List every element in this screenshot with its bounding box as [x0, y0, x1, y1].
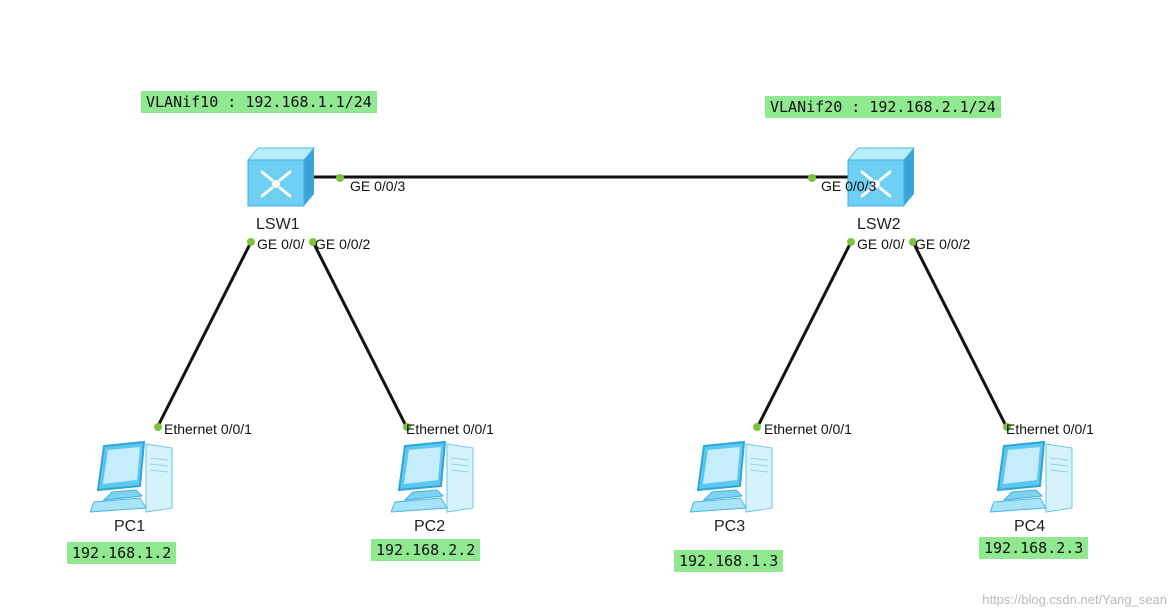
port-dot — [909, 238, 917, 246]
port-dot — [1003, 423, 1011, 431]
pc-ip-label: 192.168.1.2 — [67, 542, 177, 564]
port-label: GE 0/0/ — [857, 236, 905, 252]
link-lsw1-pc1[interactable] — [155, 239, 254, 429]
link-lsw1-pc2[interactable] — [310, 239, 409, 429]
pc-ip-label: 192.168.2.3 — [979, 537, 1089, 559]
port-label: GE 0/0/3 — [821, 178, 877, 194]
port-dot — [247, 238, 255, 246]
port-label: Ethernet 0/0/1 — [764, 421, 852, 437]
pc-icon[interactable] — [90, 438, 176, 516]
port-label: GE 0/0/2 — [315, 236, 371, 252]
switch-name: LSW2 — [857, 216, 901, 233]
port-dot — [336, 174, 344, 182]
port-dot — [753, 423, 761, 431]
port-label: Ethernet 0/0/1 — [406, 421, 494, 437]
pc-icon[interactable] — [690, 438, 776, 516]
l3-switch-icon[interactable] — [844, 142, 918, 214]
port-dot — [808, 174, 816, 182]
port-dot — [309, 238, 317, 246]
port-dot — [154, 423, 162, 431]
pc-name: PC2 — [414, 518, 446, 535]
pc-icon[interactable] — [990, 438, 1076, 516]
vlanif-label: VLANif20 : 192.168.2.1/24 — [765, 96, 1001, 118]
pc-icon[interactable] — [391, 438, 477, 516]
port-label: GE 0/0/3 — [350, 178, 406, 194]
link-lsw2-pc4[interactable] — [910, 239, 1009, 429]
watermark: https://blog.csdn.net/Yang_sean — [982, 592, 1167, 607]
port-label: Ethernet 0/0/1 — [1006, 421, 1094, 437]
vlanif-label: VLANif10 : 192.168.1.1/24 — [141, 91, 377, 113]
switch-name: LSW1 — [256, 216, 300, 233]
port-dot — [847, 238, 855, 246]
pc-name: PC4 — [1014, 518, 1046, 535]
l3-switch-icon[interactable] — [244, 142, 318, 214]
pc-name: PC1 — [114, 518, 146, 535]
port-label: Ethernet 0/0/1 — [164, 421, 252, 437]
link-lsw2-pc3[interactable] — [755, 239, 854, 429]
pc-name: PC3 — [714, 518, 746, 535]
port-label: GE 0/0/ — [257, 236, 305, 252]
pc-ip-label: 192.168.1.3 — [674, 550, 784, 572]
pc-ip-label: 192.168.2.2 — [371, 539, 481, 561]
port-dot — [403, 423, 411, 431]
port-label: GE 0/0/2 — [915, 236, 971, 252]
